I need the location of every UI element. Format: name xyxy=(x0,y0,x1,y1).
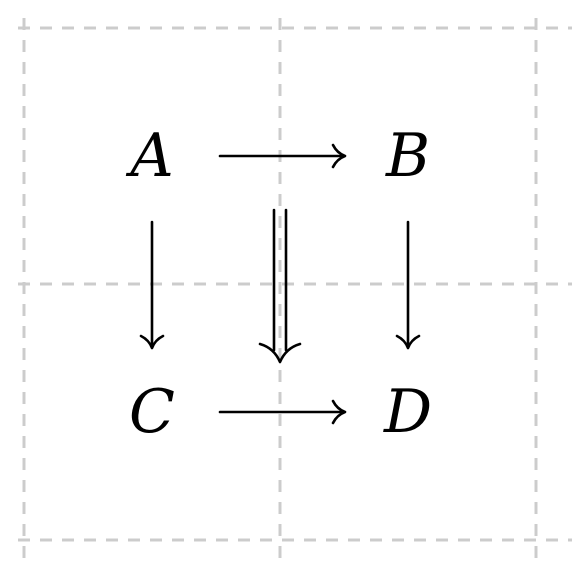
node-d: D xyxy=(383,377,432,447)
arrow-a-to-b xyxy=(218,143,347,169)
arrow-a-to-c xyxy=(139,220,165,350)
node-b: B xyxy=(385,121,430,191)
arrow-b-to-d xyxy=(395,220,421,350)
arrow-c-to-d xyxy=(218,399,347,425)
node-c: C xyxy=(129,377,175,447)
node-a: A xyxy=(125,121,173,191)
background-grid xyxy=(18,18,572,564)
double-arrow-middle xyxy=(258,208,302,364)
